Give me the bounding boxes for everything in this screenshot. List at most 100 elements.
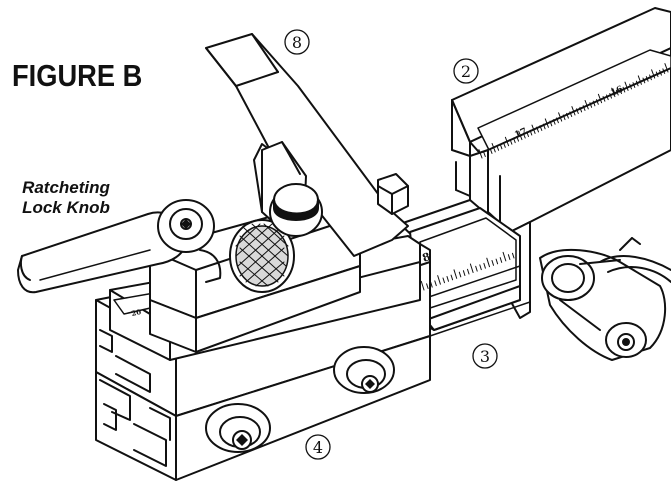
part-callouts: 8 2 3 4 — [284, 29, 498, 460]
ruler-tick — [576, 108, 579, 114]
ruler-tick — [486, 257, 490, 268]
ruler-tick — [453, 269, 458, 279]
ruler-tick — [611, 87, 616, 98]
ruler-tick — [596, 99, 599, 105]
part-4-callout: 4 — [305, 434, 331, 460]
ratcheting-lock-knob-callout: Ratcheting Lock Knob — [8, 178, 124, 218]
ruler-tick — [526, 131, 529, 137]
scale-number-20: 20 — [131, 307, 143, 318]
ruler-tick — [569, 111, 573, 117]
ruler-tick — [645, 76, 649, 82]
ruler-tick — [629, 83, 632, 90]
ruler-tick — [619, 88, 622, 94]
ruler-tick — [542, 123, 546, 130]
ruler-tick — [622, 86, 626, 93]
ruler-tick — [491, 260, 494, 266]
ruler-tick — [609, 93, 612, 99]
ruler-tick — [516, 136, 519, 142]
ruler-tick — [496, 145, 500, 151]
ruler-tick — [458, 271, 462, 278]
ruler-tick — [491, 143, 496, 153]
ruler-tick — [437, 275, 441, 285]
figure-title: FIGURE B — [12, 58, 143, 93]
ruler-tick — [531, 124, 536, 134]
ruler-tick — [507, 254, 511, 260]
ruler-tick — [659, 69, 662, 76]
ruler-tick — [544, 118, 549, 128]
ruler-tick — [579, 106, 583, 113]
ruler-tick — [539, 125, 543, 131]
ruler-tick — [606, 94, 609, 101]
part-8-callout: 8 — [284, 29, 310, 55]
ruler-tick — [556, 117, 559, 124]
ruler-tick — [518, 130, 523, 141]
ruler-tick — [529, 129, 533, 136]
ruler-tick — [632, 82, 636, 88]
upper-rail-ticks — [478, 63, 669, 159]
ruler-tick — [467, 268, 470, 275]
ruler-tick — [475, 265, 478, 272]
ruler-tick — [446, 276, 449, 282]
ruler-tick — [584, 100, 589, 110]
ruler-tick — [615, 89, 619, 96]
ruler-tick — [499, 143, 503, 150]
ruler-tick — [602, 96, 606, 102]
ruler-tick — [624, 81, 629, 91]
ruler-tick — [503, 142, 506, 148]
ruler-tick — [662, 68, 666, 74]
ruler-tick — [478, 149, 483, 159]
ruler-tick — [549, 120, 553, 127]
ruler-tick — [642, 77, 646, 84]
ruler-tick — [434, 280, 437, 287]
ruler-tick — [430, 281, 433, 288]
ruler-tick — [489, 148, 493, 154]
ruler-tick — [649, 74, 652, 81]
part-4-number: 4 — [313, 438, 323, 457]
ruler-tick — [509, 139, 513, 145]
callout-line-1: Ratcheting — [22, 178, 110, 197]
ruler-tick — [426, 283, 429, 289]
ruler-tick — [462, 270, 466, 276]
upper-rail — [451, 7, 671, 319]
ruler-tick — [582, 105, 586, 111]
ruler-tick — [562, 114, 566, 121]
scale-number-8: 8 — [421, 250, 433, 265]
ruler-tick — [486, 149, 490, 156]
part-8-number: 8 — [292, 33, 302, 52]
part-3-number: 3 — [480, 347, 490, 366]
ruler-tick — [442, 277, 445, 284]
ruler-tick — [655, 71, 659, 78]
ruler-tick — [495, 258, 499, 265]
ruler-tick — [558, 112, 563, 122]
part-2-callout: 2 — [453, 58, 479, 84]
ruler-tick — [483, 151, 486, 157]
ruler-tick — [637, 75, 642, 85]
right-clamp-assembly — [539, 237, 671, 361]
ruler-tick — [635, 80, 639, 87]
ruler-tick — [589, 102, 593, 108]
ruler-tick — [552, 119, 556, 125]
ruler-tick — [512, 252, 515, 259]
ruler-tick — [664, 63, 669, 73]
callout-line-2: Lock Knob — [22, 198, 110, 217]
part-2-number: 2 — [461, 62, 471, 81]
ruler-tick — [597, 93, 603, 104]
ruler-tick — [483, 262, 486, 269]
ruler-tick — [420, 280, 425, 291]
measuring-bar-ticks — [420, 251, 515, 291]
ruler-tick — [450, 274, 454, 281]
ruler-tick — [522, 132, 526, 139]
ruler-tick — [502, 251, 507, 262]
ruler-tick — [651, 69, 656, 79]
ruler-tick — [592, 100, 596, 107]
ratcheting-lock-knob — [17, 199, 222, 294]
ruler-tick — [479, 264, 482, 271]
part-3-callout: 3 — [472, 343, 498, 369]
ruler-tick — [469, 263, 474, 273]
knurled-knob — [229, 183, 323, 293]
ruler-tick — [566, 112, 569, 119]
ruler-tick — [536, 126, 539, 133]
ruler-tick — [513, 137, 516, 144]
